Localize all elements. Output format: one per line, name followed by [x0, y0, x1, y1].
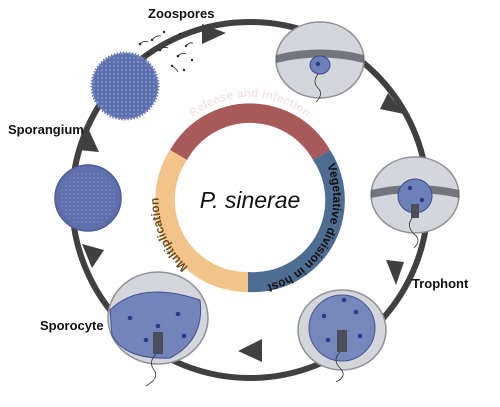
- stage-label-zoospores: Zoospores: [148, 6, 215, 21]
- arrow-to-trophont-2: [386, 260, 404, 285]
- sporangium-cell: [90, 30, 194, 121]
- sporocyte-cell: [107, 271, 209, 387]
- phase-ring: Release and infection Vegetative divisio…: [148, 86, 345, 295]
- center-title: P. sinerae: [200, 187, 301, 213]
- stage-label-sporocyte: Sporocyte: [40, 318, 104, 333]
- cycle-arrows: [78, 24, 404, 362]
- arrow-to-trophont-1: [380, 93, 404, 114]
- stage-label-sporangium: Sporangium: [8, 122, 84, 137]
- arrow-zoospores: [202, 24, 226, 44]
- phase-arc-vegetative: [248, 150, 345, 293]
- host-cell-growing-trophont: [297, 289, 387, 383]
- host-cell-trophont: [370, 156, 460, 249]
- phase-arc-multiplication: [155, 150, 248, 293]
- stage-label-trophont: Trophont: [412, 276, 469, 291]
- arrow-bottom: [238, 339, 262, 362]
- developing-sporangium-cell: [54, 164, 122, 232]
- host-cell-early-trophont: [275, 21, 365, 103]
- arrow-left-lower: [82, 244, 104, 268]
- arrow-left-upper: [78, 128, 99, 152]
- phase-arc-release: [170, 103, 330, 160]
